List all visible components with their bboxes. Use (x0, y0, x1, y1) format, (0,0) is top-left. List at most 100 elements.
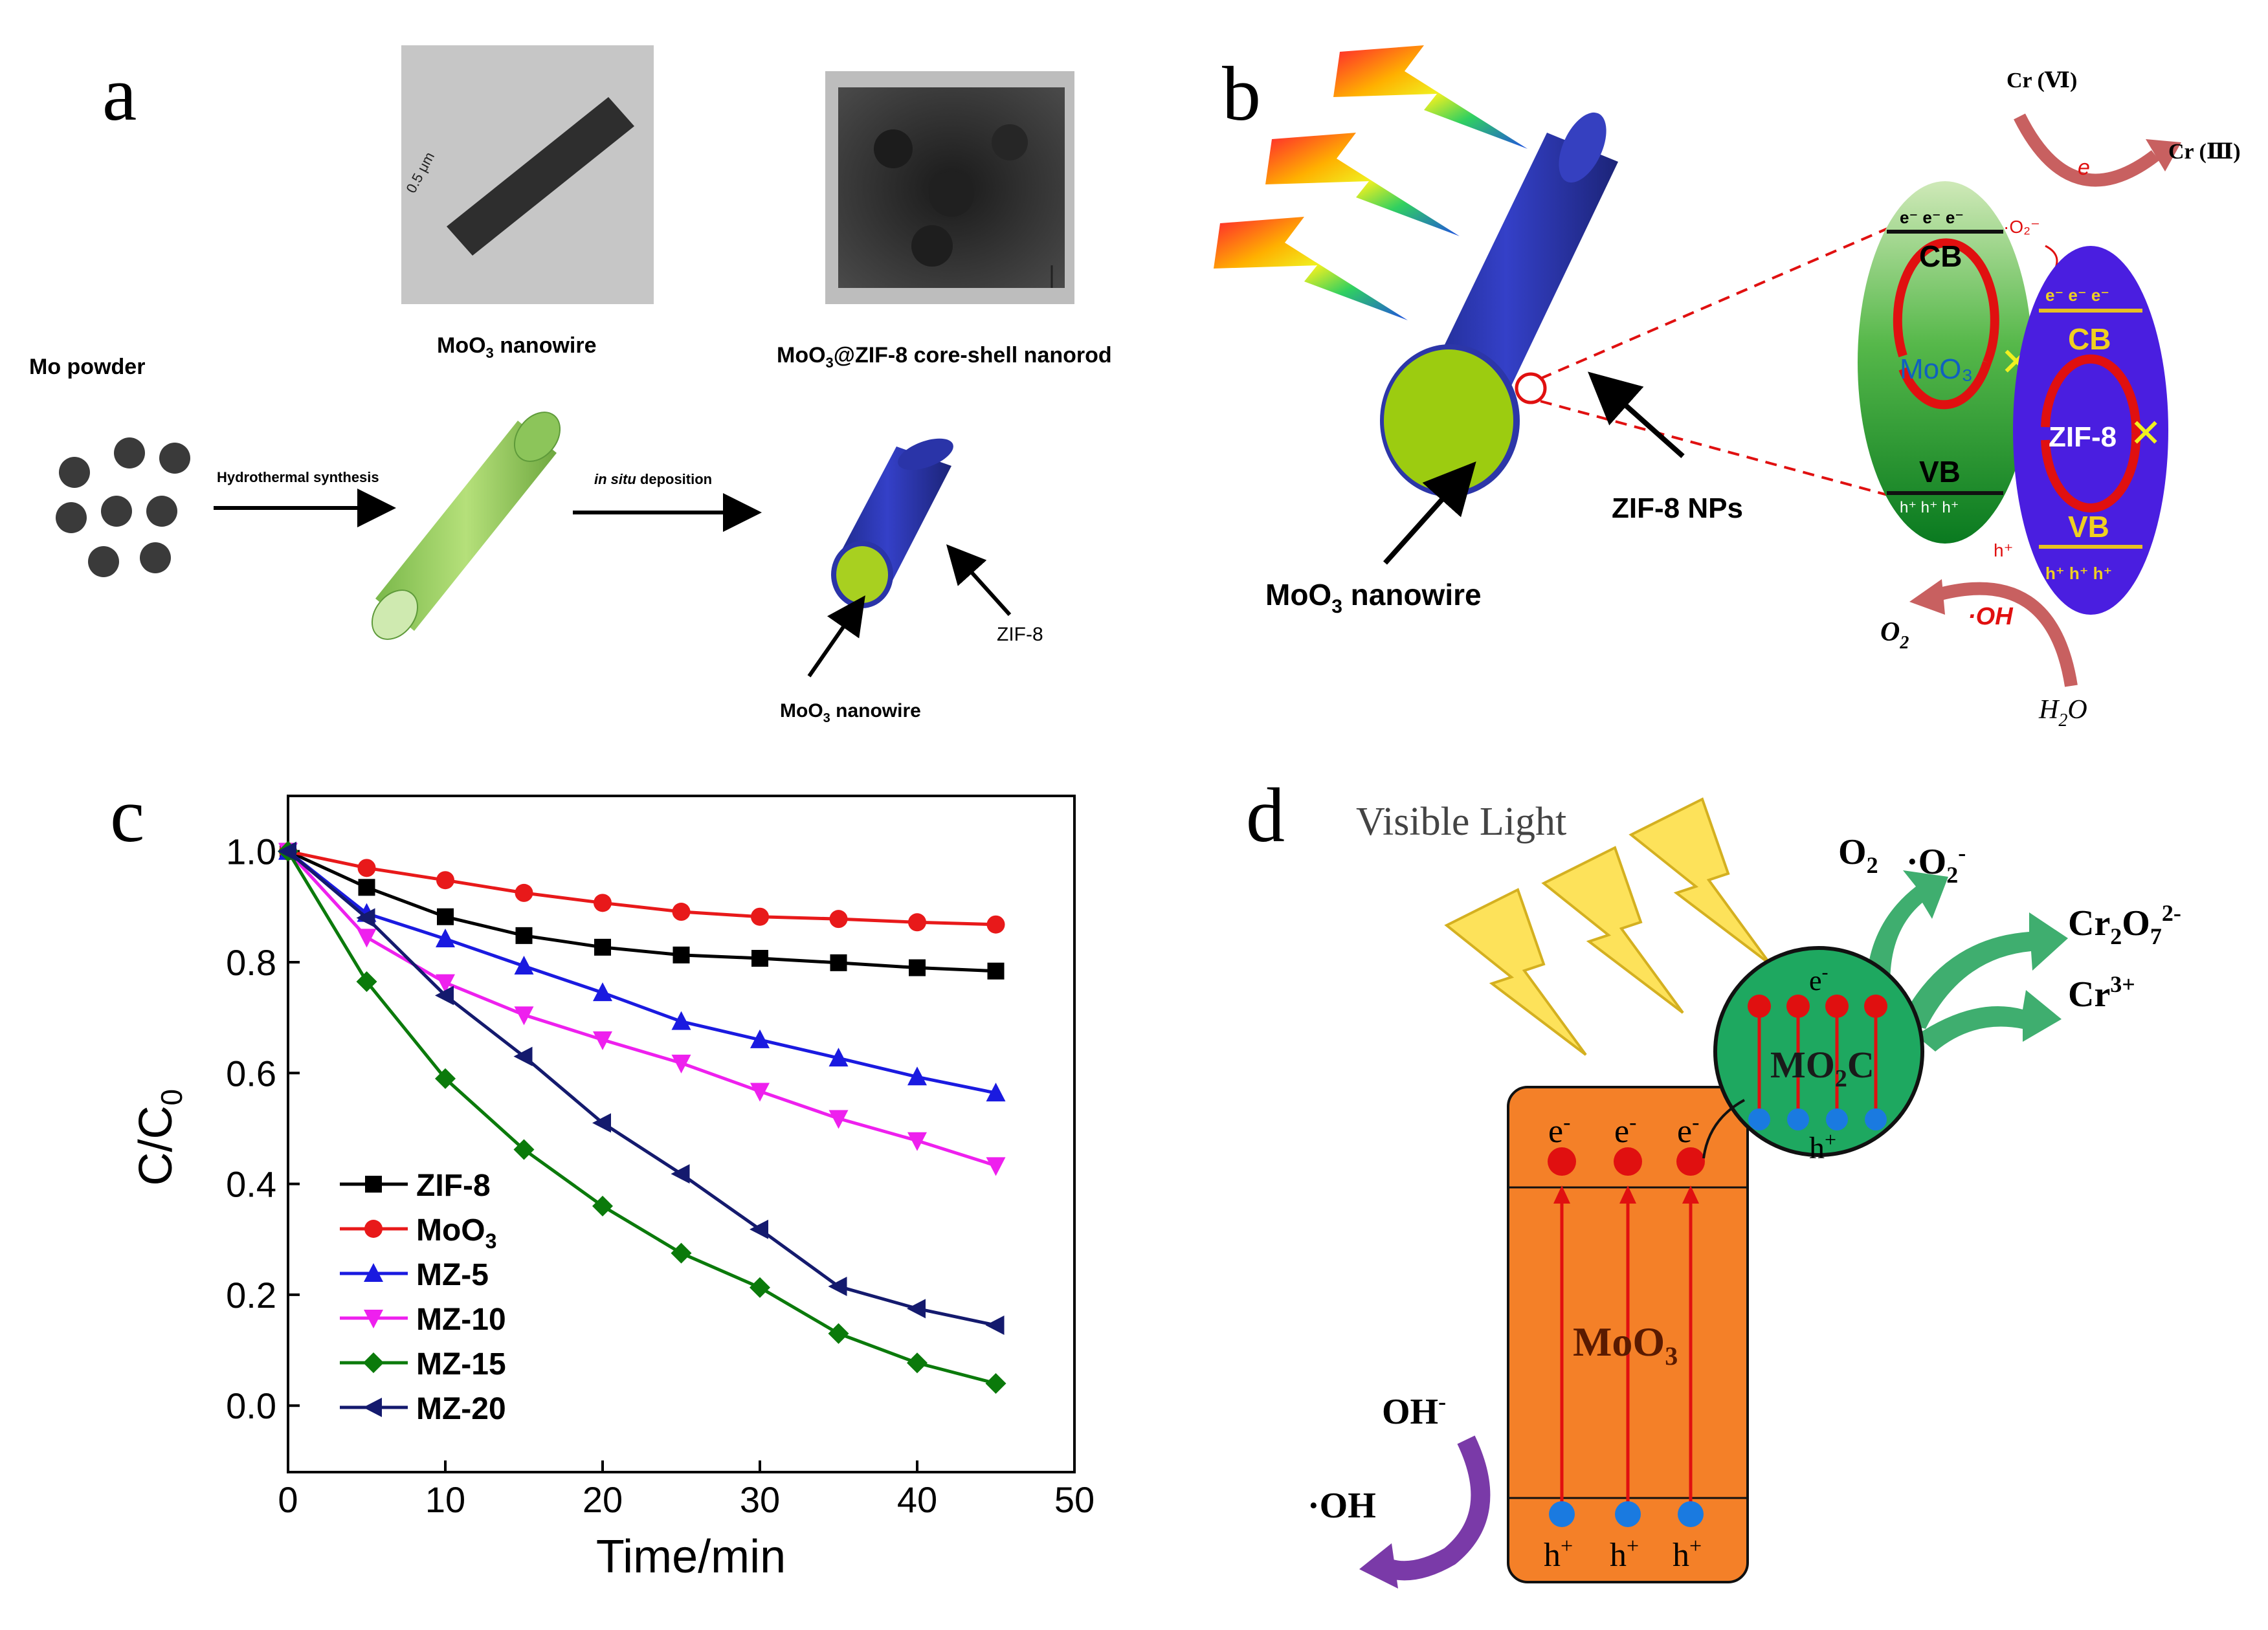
electron-cr-label: e (2078, 155, 2090, 180)
dichromate-label: Cr2O72- (2068, 900, 2181, 949)
data-point-mz-5 (514, 955, 534, 975)
x-tick-label: 40 (897, 1479, 937, 1520)
data-point-mz-15 (592, 1195, 613, 1217)
moo3-nanowire-label-a: MoO3 nanowire (780, 700, 921, 725)
y-tick-label: 0.4 (226, 1164, 276, 1205)
moo3-vb-holes: h⁺ h⁺ h⁺ (1900, 499, 1959, 516)
legend-marker-mz-5 (364, 1263, 383, 1282)
y-axis-label: C/C0 (130, 1089, 188, 1186)
data-point-moo3 (357, 859, 376, 877)
data-point-zif-8 (358, 879, 375, 896)
data-point-moo3 (672, 903, 691, 921)
data-point-mz-10 (514, 1006, 534, 1026)
data-point-mz-20 (435, 986, 454, 1006)
data-point-mz-15 (985, 1372, 1006, 1394)
moo3-pointer-arrow (807, 595, 865, 677)
electron-label-2: e- (1614, 1110, 1636, 1150)
data-point-mz-5 (436, 928, 455, 947)
data-point-mz-5 (907, 1066, 927, 1086)
data-point-moo3 (908, 913, 926, 932)
superoxide-label: ·O₂⁻ (2003, 217, 2040, 237)
series-line-zif-8 (287, 850, 996, 973)
data-point-mz-20 (356, 908, 375, 928)
data-point-mz-20 (828, 1277, 847, 1297)
y-tick-label: 0.8 (226, 942, 276, 983)
zoom-line-bottom (1540, 400, 1900, 500)
x-axis-label: Time/min (596, 1531, 786, 1583)
coreshell-rod (831, 438, 953, 608)
hole-label-2: h+ (1610, 1534, 1639, 1574)
data-point-zif-8 (909, 959, 926, 976)
legend-marker-moo3 (364, 1220, 383, 1238)
zif8-cb-label: CB (2068, 322, 2111, 356)
legend-marker-mz-10 (364, 1310, 383, 1328)
mo-powder-particles (56, 437, 190, 577)
legend-marker-mz-20 (363, 1398, 382, 1417)
moo3-nanowire-label-b: MoO3 nanowire (1265, 578, 1482, 617)
x-tick-label: 30 (740, 1479, 780, 1520)
svg-text:✕: ✕ (2129, 412, 2162, 455)
data-point-mz-10 (436, 974, 455, 993)
visible-light-label: Visible Light (1356, 800, 1566, 844)
oxygen-label-b: O2 (1880, 617, 1909, 653)
data-point-mz-20 (750, 1219, 768, 1239)
y-tick-label: 1.0 (226, 832, 276, 872)
water-label-b: H2O (2038, 695, 2087, 731)
data-point-mz-15 (907, 1352, 928, 1374)
series-line-mz-15 (286, 850, 997, 1385)
panel-letter-a: a (102, 50, 137, 137)
superoxide-label-d: ·O2- (1906, 840, 1966, 888)
data-point-zif-8 (437, 908, 454, 925)
tem-image-coreshell (825, 71, 1074, 304)
data-point-moo3 (829, 910, 848, 929)
cr-reduction-arrow (2014, 113, 2160, 187)
zif8-vb-holes: h⁺ h⁺ h⁺ (2045, 564, 2112, 583)
visible-light-bolts (1444, 797, 1772, 1056)
data-point-mz-5 (593, 982, 612, 1002)
cr3-label-d: Cr3+ (2068, 971, 2135, 1015)
moo3-cb-label: CB (1919, 239, 1962, 273)
data-point-mz-20 (985, 1316, 1005, 1336)
panel-d: d Visible Light O2 ·O2- Cr2O72- Cr3+ (1246, 772, 2181, 1589)
mo2c-hole-label: h+ (1809, 1128, 1836, 1165)
data-point-mz-5 (750, 1029, 770, 1048)
zif8-oval-label: ZIF-8 (2049, 421, 2117, 453)
series-line-moo3 (287, 850, 996, 927)
mo2c-label: MO2C (1770, 1044, 1874, 1092)
moo3-nanowire-pointer-b (1383, 461, 1476, 565)
zif8-coated-nanowire (1380, 112, 1618, 497)
panel-a: a 0.5 μm MoO3 nanowire MoO3@ZIF-8 core-s… (29, 45, 1112, 725)
cr3-label: Cr (Ⅲ) (2168, 140, 2241, 164)
data-point-mz-20 (513, 1046, 533, 1066)
moo3-nanowire-cylinder (371, 412, 561, 640)
zif8-nps-label: ZIF-8 NPs (1612, 492, 1743, 524)
interface-transfer-arrow (1702, 1099, 1745, 1159)
data-point-mz-15 (513, 1139, 535, 1160)
data-point-mz-10 (357, 929, 377, 948)
data-point-zif-8 (515, 927, 533, 944)
panel-b: b ZIF-8 NPs MoO3 nanowire Cr (Ⅵ) Cr (Ⅲ) … (1214, 45, 2241, 731)
data-point-mz-15 (356, 971, 377, 992)
legend-label-zif-8: ZIF-8 (416, 1169, 491, 1203)
legend-label-mz-20: MZ-20 (416, 1392, 506, 1426)
zif8-nps-pointer-arrow (1588, 371, 1685, 458)
x-tick-label: 20 (583, 1479, 623, 1520)
tem-image-nanowire: 0.5 μm (401, 45, 654, 304)
data-point-mz-10 (828, 1110, 849, 1129)
data-point-mz-10 (986, 1157, 1006, 1176)
legend-marker-mz-15 (363, 1352, 384, 1373)
zif8-band-oval: ✕ (2013, 246, 2168, 615)
moo3-oval-label: MoO₃ (1900, 353, 1973, 385)
data-point-mz-10 (593, 1031, 612, 1050)
data-point-mz-15 (435, 1068, 456, 1089)
data-point-mz-10 (907, 1132, 927, 1151)
y-tick-label: 0.6 (226, 1053, 276, 1094)
legend-label-mz-10: MZ-10 (416, 1303, 506, 1337)
data-point-moo3 (594, 894, 612, 912)
legend-label-moo3: MoO3 (416, 1213, 496, 1253)
data-point-zif-8 (987, 962, 1005, 980)
data-point-zif-8 (830, 954, 847, 971)
